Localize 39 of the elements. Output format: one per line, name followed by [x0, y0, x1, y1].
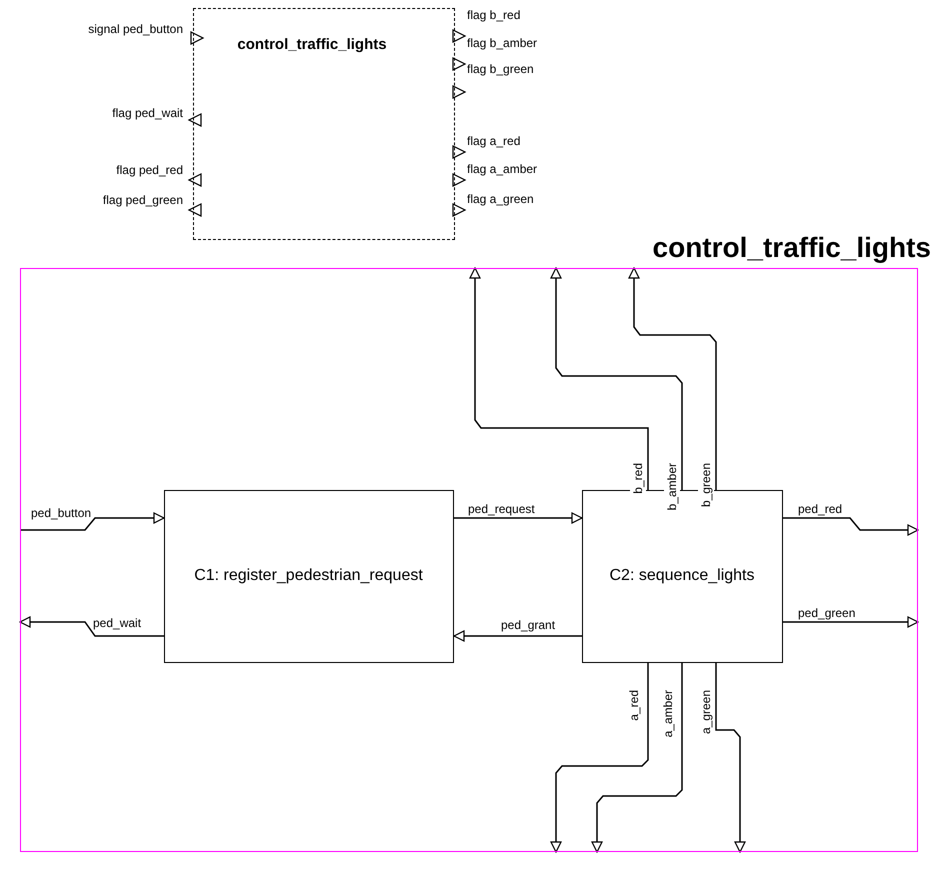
signal-line [20, 512, 165, 531]
port-label: signal ped_button [87, 22, 183, 36]
signal-line [19, 616, 164, 637]
edge-label: a_red [626, 690, 642, 721]
edge-label: b_amber [664, 463, 680, 510]
signal-line [469, 267, 649, 490]
port-label: flag ped_red [115, 163, 183, 177]
edge-label: ped_red [797, 502, 844, 516]
port-label: flag ped_wait [111, 106, 183, 120]
edge-label: a_amber [660, 690, 676, 738]
signal-line [550, 663, 649, 853]
port-label: flag b_green [467, 62, 534, 76]
edge-label: ped_green [797, 606, 856, 620]
edge-label: ped_button [30, 506, 92, 520]
signal-line [783, 616, 919, 628]
signal-line [550, 267, 683, 490]
component-label: C1: register_pedestrian_request [193, 566, 424, 586]
signal-line [715, 663, 746, 853]
edge-label: ped_grant [500, 618, 556, 632]
port-label: flag b_amber [467, 36, 538, 50]
block-title: control_traffic_lights [236, 35, 388, 55]
signal-line [628, 267, 717, 490]
port-label: flag ped_green [102, 193, 183, 207]
block-symbol [193, 8, 455, 240]
port-label: flag a_amber [467, 162, 538, 176]
port-label: flag a_red [467, 134, 520, 148]
port-label: flag b_red [467, 8, 520, 22]
signal-line [783, 517, 919, 536]
edge-label: ped_wait [92, 616, 142, 630]
signal-line [454, 512, 583, 524]
edge-label: b_red [630, 463, 646, 494]
component-label: C2: sequence_lights [608, 566, 756, 586]
edge-label: ped_request [467, 502, 536, 516]
port-label: flag a_green [467, 192, 534, 206]
signal-line [591, 663, 683, 853]
signal-line [453, 630, 582, 642]
component-box [164, 490, 454, 662]
edge-label: b_green [698, 463, 714, 508]
frame-title: control_traffic_lights [652, 231, 931, 265]
